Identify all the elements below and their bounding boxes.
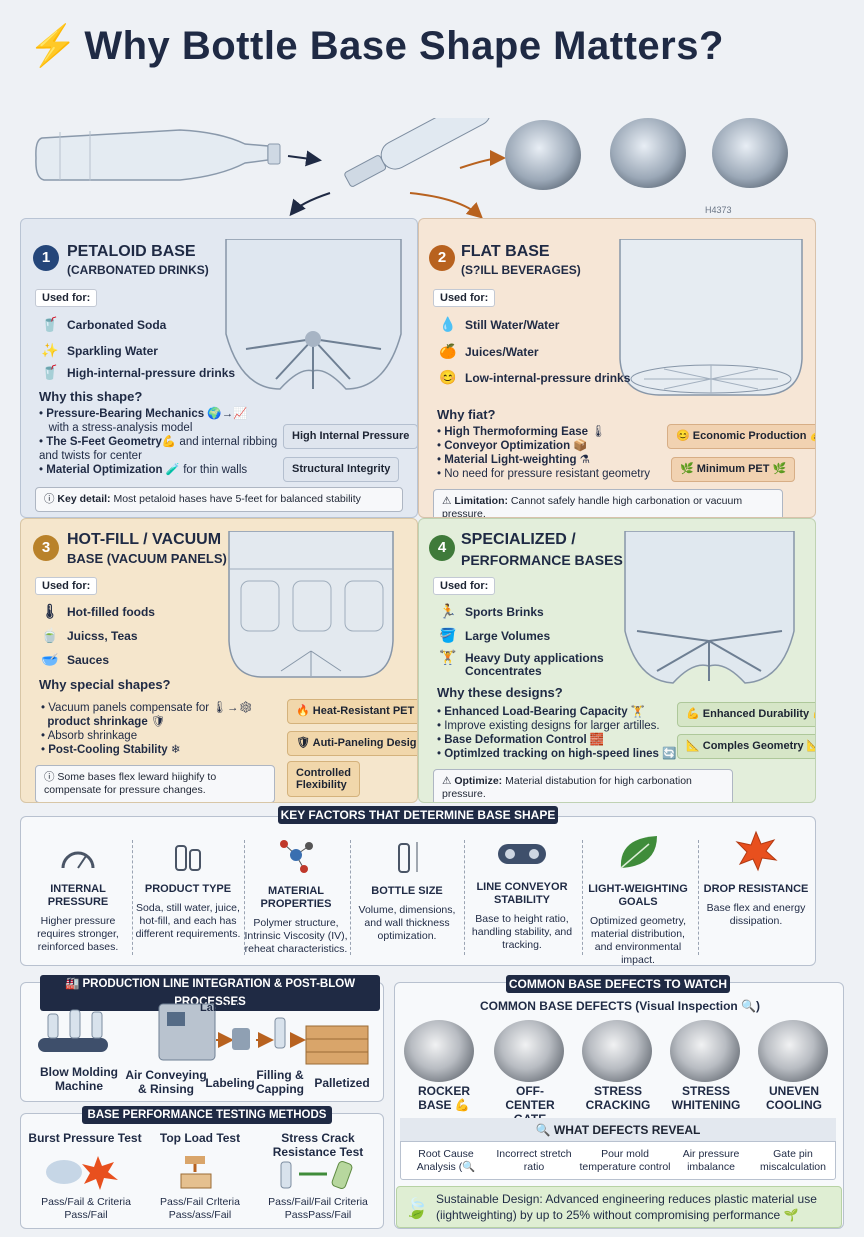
molecule-icon [280, 840, 313, 873]
cup-icon: 🍵 [41, 627, 59, 643]
structural-integrity-tag: Structural Integrity [283, 457, 400, 482]
off-center-image [494, 1020, 564, 1082]
info-icon: ⓘ [44, 493, 55, 505]
orange-icon: 🍊 [439, 343, 457, 359]
flex-note: ⓘ Some bases flex leward hiighify to com… [35, 765, 275, 802]
production-line-diagram [38, 1003, 369, 1065]
drop-icon: 💧 [439, 316, 457, 332]
defect-uneven-cooling: UNEVEN COOLING [766, 1084, 822, 1112]
bottle-image [35, 129, 281, 181]
petaloid-title: PETALOID BASE [67, 243, 196, 260]
sustainability-banner [396, 1186, 842, 1228]
high-pressure-tag: High Internal Pressure [283, 424, 417, 449]
cup-icon: 🥤 [41, 364, 59, 380]
key-factors-heading: KEY FACTORS THAT DETERMINE BASE SHAPE [278, 806, 558, 824]
burst-icon [735, 830, 778, 872]
hero-illustration [35, 118, 506, 218]
key-detail-note: ⓘ Key detail: Most petaloid hases have 5… [35, 487, 403, 512]
bottles-icon [175, 845, 201, 871]
rocker-base-image [404, 1020, 474, 1082]
top-load-test-icon [180, 1156, 212, 1189]
sustainability-text: Sustainable Design: Advanced engineering… [436, 1192, 817, 1222]
leaf-icon: 🍃 [404, 1198, 429, 1220]
enhanced-durability-tag: 💪 Enhanced Durability 💪 [677, 702, 815, 727]
magnifier-icon: 🔍 [741, 999, 757, 1013]
weight-icon: 🏋 [439, 649, 457, 665]
base-sample-1 [505, 120, 581, 190]
specialized-bottle-image [624, 531, 795, 684]
testing-heading: BASE PERFORMANCE TESTING METHODS [82, 1106, 332, 1124]
uneven-cooling-image [758, 1020, 828, 1082]
runner-icon: 🏃 [439, 603, 457, 619]
minimum-pet-tag: 🌿 Minimum PET 🌿 [671, 457, 796, 482]
anti-paneling-tag: 🛡 Auti-Paneling Design [287, 731, 417, 756]
heat-resistant-tag: 🔥 Heat-Resistant PET [287, 699, 417, 724]
cup-icon: 🥤 [41, 316, 59, 332]
step-filling: Filling & Capping [256, 1068, 304, 1096]
stress-cracking-image [582, 1020, 652, 1082]
conveyor-icon [498, 844, 546, 864]
magnifier-icon: 🔍 [535, 1123, 551, 1137]
step-blow-molding: Blow Molding Machine [40, 1065, 118, 1093]
petaloid-bottle-image [225, 239, 402, 390]
drawing-label: H4373 [705, 205, 732, 215]
optimize-note: ⚠ Optimize: Material distabution for hig… [433, 769, 733, 802]
gauge-icon [61, 851, 95, 869]
step-air-conveying: Air Conveying & Rinsing [125, 1068, 207, 1096]
stress-whitening-image [670, 1020, 740, 1082]
flat-bottle-image [619, 239, 803, 396]
defects-reveal-heading: 🔍 WHAT DEFECTS REVEAL [400, 1118, 836, 1142]
sparkle-icon: ✨ [41, 342, 59, 358]
lightning-icon: ⚡ [28, 24, 79, 68]
defect-stress-cracking: STRESS CRACKING [585, 1084, 651, 1112]
defect-rocker-base: ROCKER BASE 💪 [417, 1084, 470, 1112]
info-icon: ⓘ [44, 771, 55, 783]
bottle-size-icon [398, 842, 418, 873]
thermometer-icon: 🌡 [41, 603, 59, 619]
preform-image [344, 118, 491, 187]
step-palletized: Palletized [314, 1076, 370, 1090]
defects-heading: COMMON BASE DEFECTS TO WATCH [506, 975, 730, 993]
stress-crack-test-icon [280, 1161, 353, 1189]
petaloid-panel: 1 PETALOID BASE (CARBONATED DRINKS) Used… [20, 218, 418, 518]
key-factors-panel [20, 816, 816, 966]
hot-fill-bottle-image [228, 531, 394, 678]
limitation-note: ⚠ Limitation: Cannot safely handle high … [433, 489, 783, 517]
warning-icon: ⚠ [442, 495, 452, 507]
base-sample-3 [712, 118, 788, 188]
warning-icon: ⚠ [442, 775, 452, 787]
burst-test-icon [46, 1156, 118, 1190]
specialized-panel: 4 SPECIALIZED / PERFORMANCE BASES Used f… [418, 518, 816, 803]
flat-base-panel: 2 FLAT BASE (S?ILL BEVERAGES) Used for: … [418, 218, 816, 518]
defect-stress-whitening: STRESS WHITENING [671, 1084, 741, 1112]
smile-icon: 😊 [439, 369, 457, 385]
base-sample-2 [610, 118, 686, 188]
bowl-icon: 🥣 [41, 651, 59, 667]
page-title: ⚡Why Bottle Base Shape Matters? [28, 24, 724, 68]
bucket-icon: 🪣 [439, 627, 457, 643]
factory-icon: 🏭 [64, 978, 80, 990]
complex-geometry-tag: 📐 Comples Geometry 📐 [677, 734, 815, 759]
economic-production-tag: 😊 Economic Production 💰 [667, 424, 815, 449]
step-labeling: Labeling [205, 1076, 255, 1090]
hot-fill-panel: 3 HOT-FILL / VACUUM BASE (VACUUM PANELS)… [20, 518, 418, 803]
leaf-icon [620, 836, 657, 869]
